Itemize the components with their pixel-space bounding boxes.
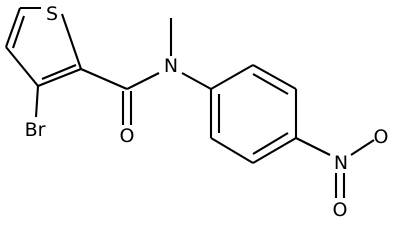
amide-nitrogen-label: N <box>164 55 178 77</box>
nitro-nitrogen-label: N <box>334 152 348 174</box>
bond-c4-c3 <box>5 46 39 87</box>
bond-ar4-ar5-inner <box>252 132 289 155</box>
bromine-label: Br <box>25 119 46 141</box>
molecule-structure-diagram: S Br N O N O O <box>5 3 389 221</box>
sulfur-label: S <box>46 3 58 25</box>
bond-c2-carbonyl <box>80 68 128 90</box>
bond-c3-c2 <box>37 68 82 87</box>
bond-carbonyl-n <box>126 72 160 90</box>
bond-c3-br <box>34 85 40 118</box>
bond-c5-c4 <box>5 7 21 48</box>
bond-ar2-ar3-inner <box>252 73 289 95</box>
nitro-group <box>295 137 375 198</box>
benzene-ring <box>209 64 298 164</box>
bond-ar2-ar3 <box>252 64 297 90</box>
atom-labels: S Br N O N O O <box>25 3 389 221</box>
bromine-bond <box>34 85 40 118</box>
nitro-oxygen-right-label: O <box>374 126 389 148</box>
bond-nitro-n-o-right <box>350 139 375 156</box>
bond-s-c2 <box>61 13 82 70</box>
bond-ar4-nitro-n <box>295 137 331 156</box>
bond-ar4-ar5 <box>252 137 297 164</box>
bond-c3-c2-inner <box>41 64 77 80</box>
bond-ar1-ar2 <box>210 64 254 90</box>
carbonyl-oxygen-label: O <box>120 125 135 147</box>
bond-c5-c4-inner <box>12 15 25 49</box>
bond-n-aryl <box>181 72 212 90</box>
amide-group <box>80 18 212 125</box>
bond-ar5-ar6 <box>210 137 254 164</box>
nitro-oxygen-bottom-label: O <box>333 199 348 221</box>
thiophene-ring <box>5 6 82 87</box>
